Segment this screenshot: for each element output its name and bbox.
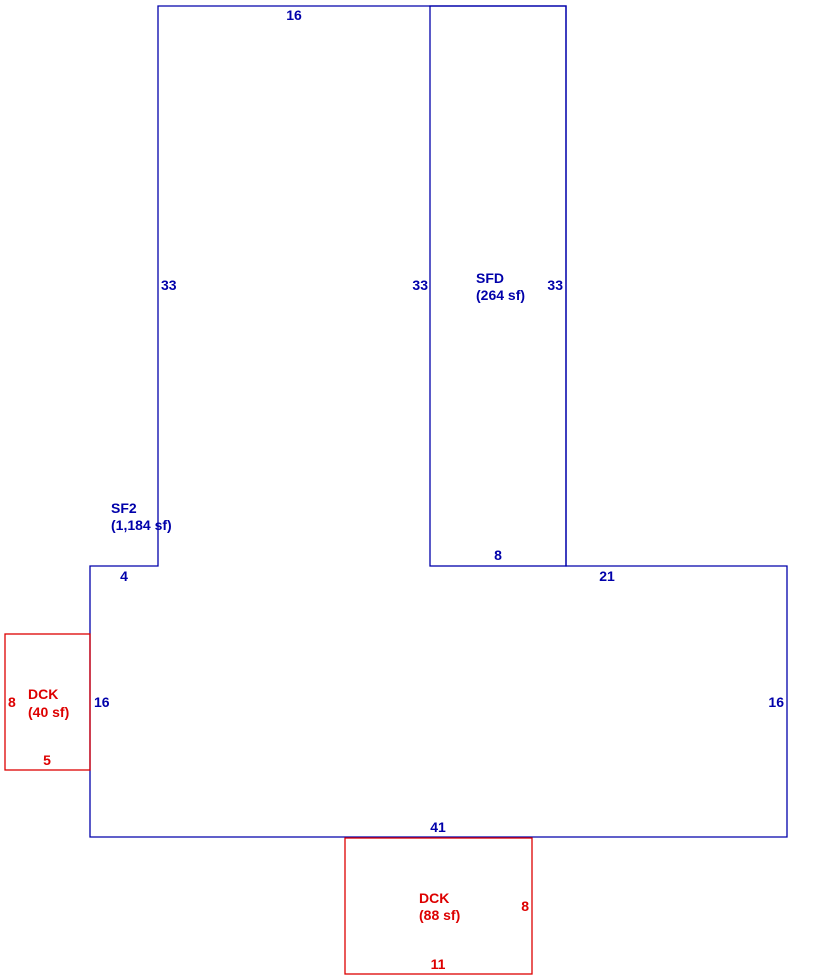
deck-bottom-name: DCK bbox=[419, 890, 449, 906]
sf2-dim-right-lower: 16 bbox=[768, 694, 784, 710]
deck-left-area: (40 sf) bbox=[28, 704, 69, 720]
sf2-dim-step-left: 4 bbox=[120, 568, 128, 584]
deck-bottom-area: (88 sf) bbox=[419, 907, 460, 923]
deck-bottom-dim-bottom: 11 bbox=[431, 956, 446, 972]
deck-left-dim-side: 8 bbox=[8, 694, 16, 710]
deck-left-name: DCK bbox=[28, 686, 58, 702]
sfd-area: (264 sf) bbox=[476, 287, 525, 303]
sfd-outline bbox=[429, 5, 567, 567]
deck-bottom-outline bbox=[344, 837, 533, 975]
deck-left-outline bbox=[4, 633, 91, 771]
sf2-name: SF2 bbox=[111, 500, 137, 516]
sf2-dim-bottom: 41 bbox=[430, 819, 446, 835]
sf2-dim-left-lower: 16 bbox=[94, 694, 110, 710]
sf2-dim-left-upper: 33 bbox=[161, 277, 177, 293]
deck-bottom-dim-side: 8 bbox=[521, 898, 529, 914]
sf2-dim-top: 16 bbox=[286, 7, 302, 23]
sf2-area: (1,184 sf) bbox=[111, 517, 172, 533]
sfd-dim-bottom: 8 bbox=[494, 547, 502, 563]
sf2-dim-right-upper: 33 bbox=[412, 277, 428, 293]
deck-left-dim-bottom: 5 bbox=[43, 752, 51, 768]
sf2-outline bbox=[89, 5, 788, 838]
sfd-name: SFD bbox=[476, 270, 504, 286]
sf2-dim-step-right: 21 bbox=[599, 568, 615, 584]
sfd-dim-right: 33 bbox=[547, 277, 563, 293]
